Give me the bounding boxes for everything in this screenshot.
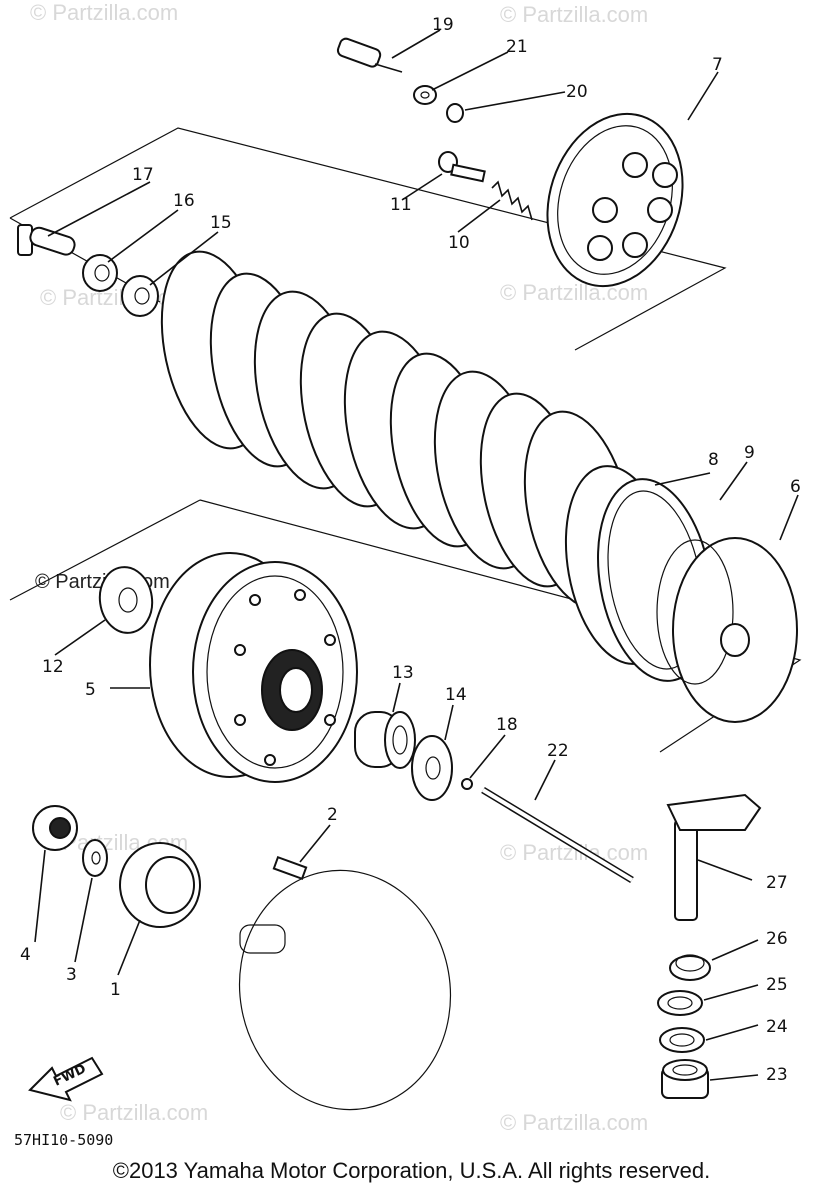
watermark: © Partzilla.com xyxy=(500,2,648,27)
callout-3: 3 xyxy=(66,965,77,985)
part-3-washer xyxy=(82,839,108,877)
part-17-push-piece xyxy=(17,224,76,256)
part-4-nut xyxy=(32,805,78,851)
part-24-washer xyxy=(659,1027,705,1053)
watermark: © Partzilla.com xyxy=(60,1100,208,1125)
part-5-clutch-housing xyxy=(149,552,358,783)
part-15-lock-washer xyxy=(121,275,159,317)
part-14-washer xyxy=(411,735,453,801)
callout-16: 16 xyxy=(173,191,195,211)
leader-lines xyxy=(34,29,799,1081)
part-25-oil-seal xyxy=(657,990,703,1016)
callout-10: 10 xyxy=(448,233,470,253)
callout-2: 2 xyxy=(327,805,338,825)
part-7-pressure-plate xyxy=(546,112,684,288)
callout-12: 12 xyxy=(42,657,64,677)
part-1-primary-drive-gear xyxy=(119,842,201,928)
callout-22: 22 xyxy=(547,741,569,761)
callout-7: 7 xyxy=(712,55,723,75)
part-13-spacer xyxy=(354,711,416,769)
watermark: © Partzilla.com xyxy=(30,0,178,25)
callout-27: 27 xyxy=(766,873,788,893)
crankcase-cover-outline xyxy=(238,869,452,1111)
copyright-notice: ©2013 Yamaha Motor Corporation, U.S.A. A… xyxy=(112,1158,711,1183)
part-19-screw xyxy=(336,37,403,73)
part-21-nut xyxy=(413,85,437,105)
callout-13: 13 xyxy=(392,663,414,683)
watermark: © Partzilla.com xyxy=(500,280,648,305)
callout-20: 20 xyxy=(566,82,588,102)
callout-23: 23 xyxy=(766,1065,788,1085)
assembly-outline-bottom xyxy=(9,499,802,753)
fwd-arrow-icon: FWD xyxy=(28,1056,104,1102)
callout-15: 15 xyxy=(210,213,232,233)
callout-11: 11 xyxy=(390,195,412,215)
part-10-spring xyxy=(491,180,533,221)
callout-26: 26 xyxy=(766,929,788,949)
part-26-spring xyxy=(669,954,711,981)
callouts: 19 21 20 7 11 10 17 16 15 8 9 6 12 5 13 … xyxy=(20,15,801,1085)
part-16-nut xyxy=(82,254,118,292)
part-23-bearing xyxy=(661,1059,709,1099)
part-27-push-lever xyxy=(666,793,762,921)
callout-9: 9 xyxy=(744,443,755,463)
part-11-bolt xyxy=(438,151,486,183)
part-12-thrust-washer xyxy=(98,566,154,634)
watermark: © Partzilla.com xyxy=(500,1110,648,1135)
callout-24: 24 xyxy=(766,1017,788,1037)
part-2-key xyxy=(272,855,308,881)
callout-1: 1 xyxy=(110,980,121,1000)
callout-25: 25 xyxy=(766,975,788,995)
callout-6: 6 xyxy=(790,477,801,497)
callout-19: 19 xyxy=(432,15,454,35)
part-6-clutch-boss xyxy=(656,537,798,723)
part-22-push-rod xyxy=(481,787,634,883)
callout-17: 17 xyxy=(132,165,154,185)
part-20-washer xyxy=(446,103,464,123)
callout-18: 18 xyxy=(496,715,518,735)
callout-21: 21 xyxy=(506,37,528,57)
part-18-ball xyxy=(461,778,473,790)
callout-4: 4 xyxy=(20,945,31,965)
diagram-code: 57HI10-5090 xyxy=(14,1131,113,1149)
callout-14: 14 xyxy=(445,685,467,705)
callout-8: 8 xyxy=(708,450,719,470)
callout-5: 5 xyxy=(85,680,96,700)
